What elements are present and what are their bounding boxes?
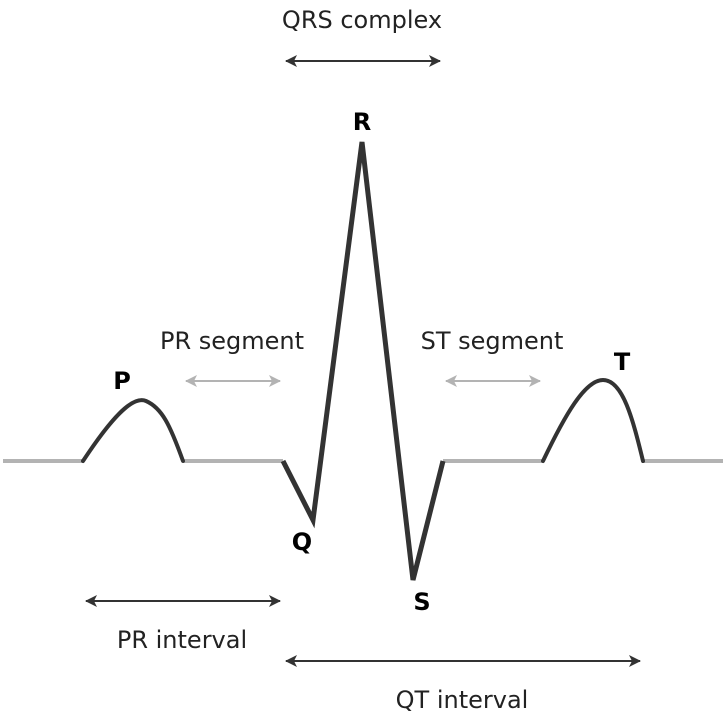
pr-interval-label: PR interval (117, 626, 247, 654)
r-wave-label: R (353, 108, 371, 136)
st-segment-label: ST segment (421, 327, 564, 355)
p-wave (81, 398, 185, 463)
s-wave-label: S (413, 588, 430, 616)
qrs-complex-wave (280, 141, 446, 581)
q-wave-label: Q (292, 528, 312, 556)
t-wave (541, 377, 645, 463)
qrs-complex-label: QRS complex (282, 6, 442, 34)
qt-interval-label: QT interval (396, 686, 529, 714)
pr-segment-label: PR segment (160, 327, 304, 355)
t-wave-label: T (614, 348, 631, 376)
p-wave-label: P (113, 367, 131, 395)
